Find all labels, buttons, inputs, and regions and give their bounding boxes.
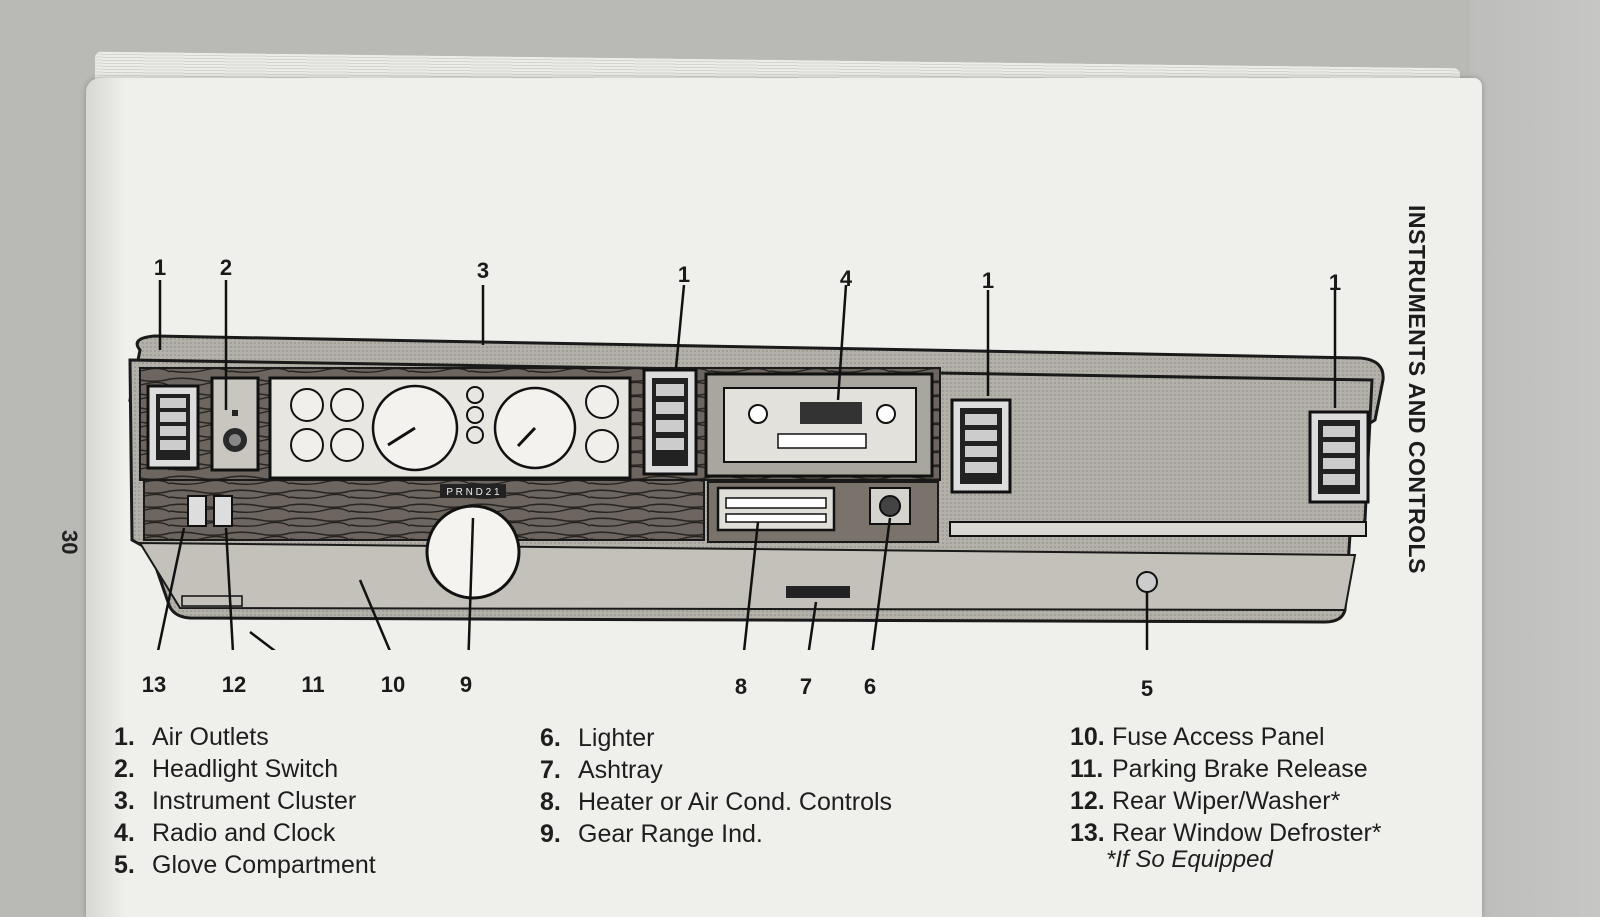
callout-8: 8 (734, 674, 748, 699)
legend-column-2: 6.Lighter 7.Ashtray 8.Heater or Air Cond… (540, 722, 892, 850)
rear-defroster-switch (187, 495, 207, 527)
air-outlet-right (950, 398, 1012, 494)
glove-box-lock (1136, 571, 1158, 593)
air-outlet-left (146, 384, 200, 470)
legend-item: 3.Instrument Cluster (114, 787, 357, 815)
radio-clock (704, 372, 934, 478)
air-outlet-far-right (1308, 410, 1370, 504)
section-title: INSTRUMENTS AND CONTROLS (1404, 205, 1430, 574)
callout-2: 2 (219, 255, 233, 280)
callout-6: 6 (863, 674, 877, 699)
callout-9: 9 (459, 672, 473, 697)
callout-1-right: 1 (981, 268, 995, 293)
page-gutter-shadow (86, 78, 126, 917)
legend-column-3: 10.Fuse Access Panel 11.Parking Brake Re… (1070, 721, 1382, 849)
legend-item: 7.Ashtray (540, 756, 663, 784)
heater-controls (716, 486, 836, 532)
legend-item: 4.Radio and Clock (114, 819, 336, 847)
fuse-access-panel (181, 595, 243, 607)
callout-11: 11 (301, 672, 325, 697)
legend-item: 12.Rear Wiper/Washer* (1070, 787, 1341, 815)
legend-item: 13.Rear Window Defroster* (1070, 819, 1382, 847)
callout-5: 5 (1140, 676, 1154, 701)
instrument-cluster (268, 376, 632, 480)
dash-lower-trim (138, 541, 1357, 612)
legend-item: 9.Gear Range Ind. (540, 820, 763, 848)
callout-1-center: 1 (677, 262, 691, 287)
callout-1-far-right: 1 (1328, 270, 1342, 295)
leader-lines (156, 280, 1337, 650)
legend-item: 2.Headlight Switch (114, 755, 339, 783)
legend-item: 11.Parking Brake Release (1070, 755, 1368, 783)
callout-7: 7 (799, 674, 813, 699)
callout-10: 10 (380, 672, 406, 697)
legend-item: 1.Air Outlets (114, 723, 269, 751)
rear-wiper-switch (213, 495, 233, 527)
headlight-switch (210, 376, 260, 472)
ashtray (786, 586, 850, 598)
callout-4: 4 (839, 266, 853, 291)
background-right (1470, 0, 1600, 917)
dashboard-diagram: P R N D 2 1 (128, 280, 1385, 650)
callout-3: 3 (476, 258, 490, 283)
legend-column-1: 1.Air Outlets 2.Headlight Switch 3.Instr… (114, 721, 376, 881)
footnote: *If So Equipped (1106, 846, 1273, 873)
legend-item: 5.Glove Compartment (114, 851, 376, 879)
legend-item: 10.Fuse Access Panel (1070, 723, 1325, 751)
gear-indicator-text: P R N D 2 1 (446, 487, 500, 498)
page-number: 30 (57, 530, 82, 555)
legend-item: 8.Heater or Air Cond. Controls (540, 788, 893, 816)
callout-13: 13 (141, 672, 167, 697)
legend-item: 6.Lighter (540, 724, 655, 752)
callout-1-left: 1 (153, 255, 167, 280)
glove-box-trim (949, 521, 1367, 537)
callout-12: 12 (221, 672, 247, 697)
air-outlet-center (642, 368, 698, 476)
